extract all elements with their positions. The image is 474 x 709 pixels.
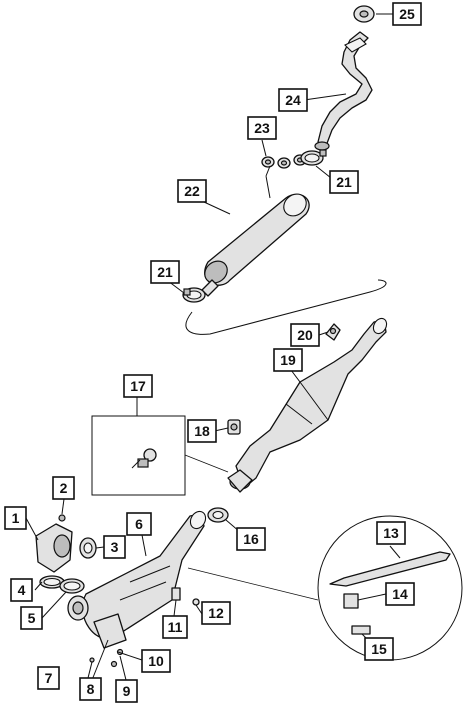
svg-text:20: 20 [297, 327, 313, 343]
svg-text:3: 3 [111, 539, 119, 555]
callout-25: 25 [392, 2, 422, 26]
callout-22: 22 [177, 179, 207, 203]
callout-18: 18 [187, 419, 217, 443]
callout-10: 10 [141, 649, 171, 673]
svg-text:22: 22 [184, 183, 200, 199]
v-band-clamp [39, 575, 65, 589]
callout-20: 20 [290, 323, 320, 347]
downpipe [35, 523, 73, 573]
bolt [58, 514, 66, 522]
svg-text:24: 24 [285, 92, 301, 108]
callout-21-lower: 21 [150, 260, 180, 284]
assembly-connector-line [185, 279, 387, 335]
callout-3: 3 [103, 535, 126, 559]
svg-text:25: 25 [399, 6, 415, 22]
svg-text:14: 14 [392, 586, 408, 602]
callout-11: 11 [162, 615, 188, 639]
callout-13: 13 [376, 521, 406, 545]
callout-2: 2 [52, 476, 75, 500]
heat-shield-bracket [89, 613, 127, 668]
svg-text:23: 23 [254, 120, 270, 136]
svg-text:12: 12 [208, 605, 224, 621]
callout-1: 1 [4, 506, 27, 530]
sensor-detail-box [91, 415, 229, 496]
svg-text:19: 19 [280, 352, 296, 368]
callout-7: 7 [37, 666, 60, 690]
svg-text:17: 17 [130, 378, 146, 394]
sensor-12 [192, 598, 200, 606]
callout-24: 24 [278, 88, 308, 112]
callout-19: 19 [273, 348, 303, 372]
catalytic-converter [67, 510, 207, 640]
callout-16: 16 [236, 527, 266, 551]
callout-21-upper: 21 [329, 170, 359, 194]
svg-text:2: 2 [60, 480, 68, 496]
callout-8: 8 [79, 677, 102, 701]
svg-text:4: 4 [18, 582, 26, 598]
tailpipe-cap [353, 5, 375, 23]
callout-9: 9 [115, 679, 138, 703]
downpipe-gasket [79, 537, 97, 559]
svg-text:21: 21 [157, 264, 173, 280]
callout-4: 4 [10, 578, 33, 602]
svg-text:6: 6 [135, 516, 143, 532]
exhaust-sensor [227, 419, 241, 435]
clamp-lower [182, 287, 206, 303]
callout-14: 14 [385, 582, 415, 606]
svg-text:11: 11 [168, 619, 183, 635]
clamp-upper [300, 149, 327, 166]
svg-text:16: 16 [243, 531, 259, 547]
svg-text:7: 7 [45, 670, 53, 686]
hanger-isolators [261, 154, 307, 169]
callout-15: 15 [364, 637, 394, 661]
callout-5: 5 [20, 606, 43, 630]
callout-17: 17 [123, 374, 153, 398]
svg-text:9: 9 [123, 683, 131, 699]
svg-text:15: 15 [371, 641, 387, 657]
callout-6: 6 [126, 512, 152, 536]
svg-text:5: 5 [28, 610, 36, 626]
svg-text:18: 18 [194, 423, 210, 439]
callout-23: 23 [247, 116, 277, 140]
svg-text:21: 21 [336, 174, 352, 190]
svg-text:10: 10 [148, 653, 164, 669]
flange-gasket [207, 507, 229, 523]
seal-ring [59, 578, 85, 594]
svg-text:8: 8 [87, 681, 95, 697]
sensor-detail-circle [187, 515, 463, 661]
sensor-11 [171, 587, 181, 601]
tailpipe [314, 31, 373, 151]
callout-12: 12 [201, 601, 231, 625]
hanger-bracket [325, 323, 341, 341]
svg-text:1: 1 [12, 510, 20, 526]
svg-text:13: 13 [383, 525, 399, 541]
muffler [201, 165, 310, 297]
